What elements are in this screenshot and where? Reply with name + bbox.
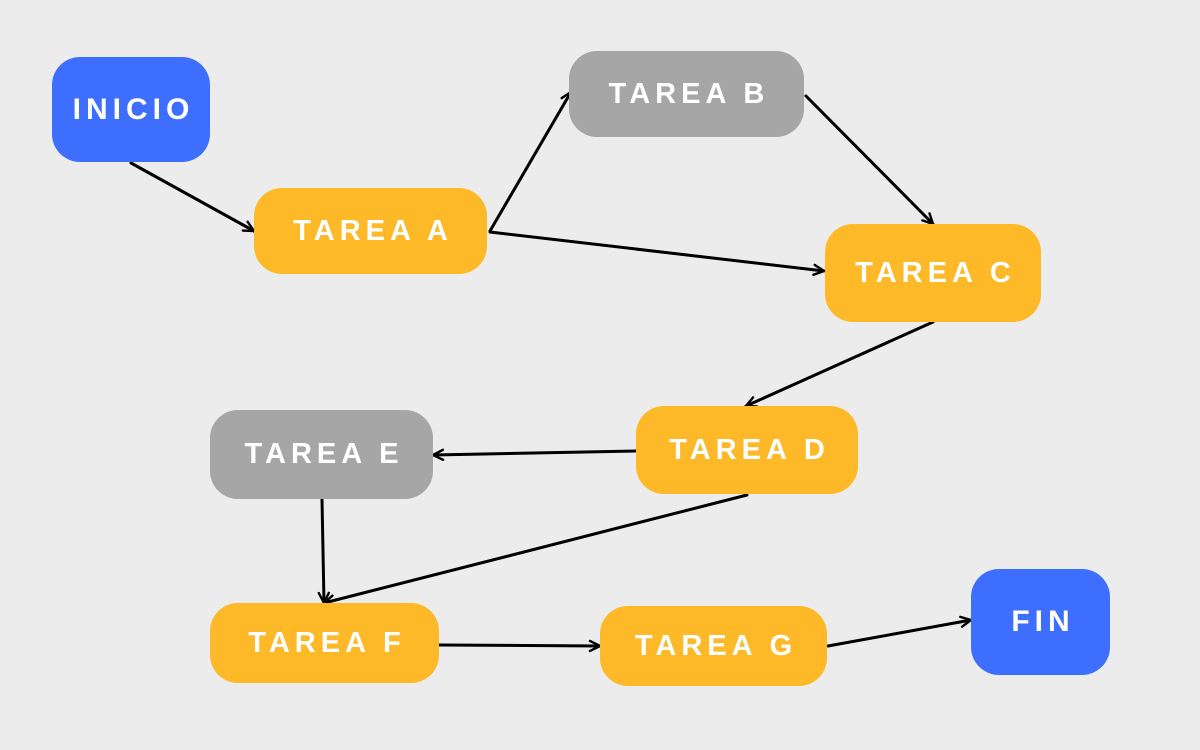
node-fin: FIN (971, 569, 1110, 675)
arrow-tarea-f-to-tarea-g (437, 639, 602, 653)
node-tarea-c: TAREA C (825, 224, 1041, 322)
node-label: INICIO (72, 92, 195, 126)
arrow-inicio-to-tarea-a (129, 161, 256, 233)
node-label: TAREA E (244, 438, 404, 470)
node-label: TAREA F (248, 626, 406, 659)
arrow-tarea-d-to-tarea-e (431, 448, 638, 462)
arrow-tarea-c-to-tarea-d (744, 320, 935, 408)
node-tarea-b: TAREA B (569, 51, 804, 137)
node-tarea-d: TAREA D (636, 406, 858, 494)
node-tarea-g: TAREA G (600, 606, 827, 686)
arrow-tarea-a-to-tarea-b (488, 90, 573, 233)
arrow-tarea-d-to-tarea-f (322, 493, 749, 607)
node-label: FIN (1011, 605, 1075, 638)
arrow-tarea-a-to-tarea-c (488, 230, 826, 277)
node-tarea-a: TAREA A (254, 188, 487, 274)
node-label: TAREA B (608, 77, 770, 110)
arrow-tarea-b-to-tarea-c (804, 94, 935, 226)
node-inicio: INICIO (52, 57, 210, 162)
arrow-tarea-g-to-fin (826, 615, 973, 648)
arrow-tarea-e-to-tarea-f (317, 497, 331, 605)
node-label: TAREA D (669, 433, 830, 466)
node-label: TAREA C (855, 256, 1016, 289)
node-tarea-f: TAREA F (210, 603, 439, 683)
node-tarea-e: TAREA E (210, 410, 433, 499)
node-label: TAREA G (634, 629, 798, 662)
node-label: TAREA A (293, 214, 453, 247)
